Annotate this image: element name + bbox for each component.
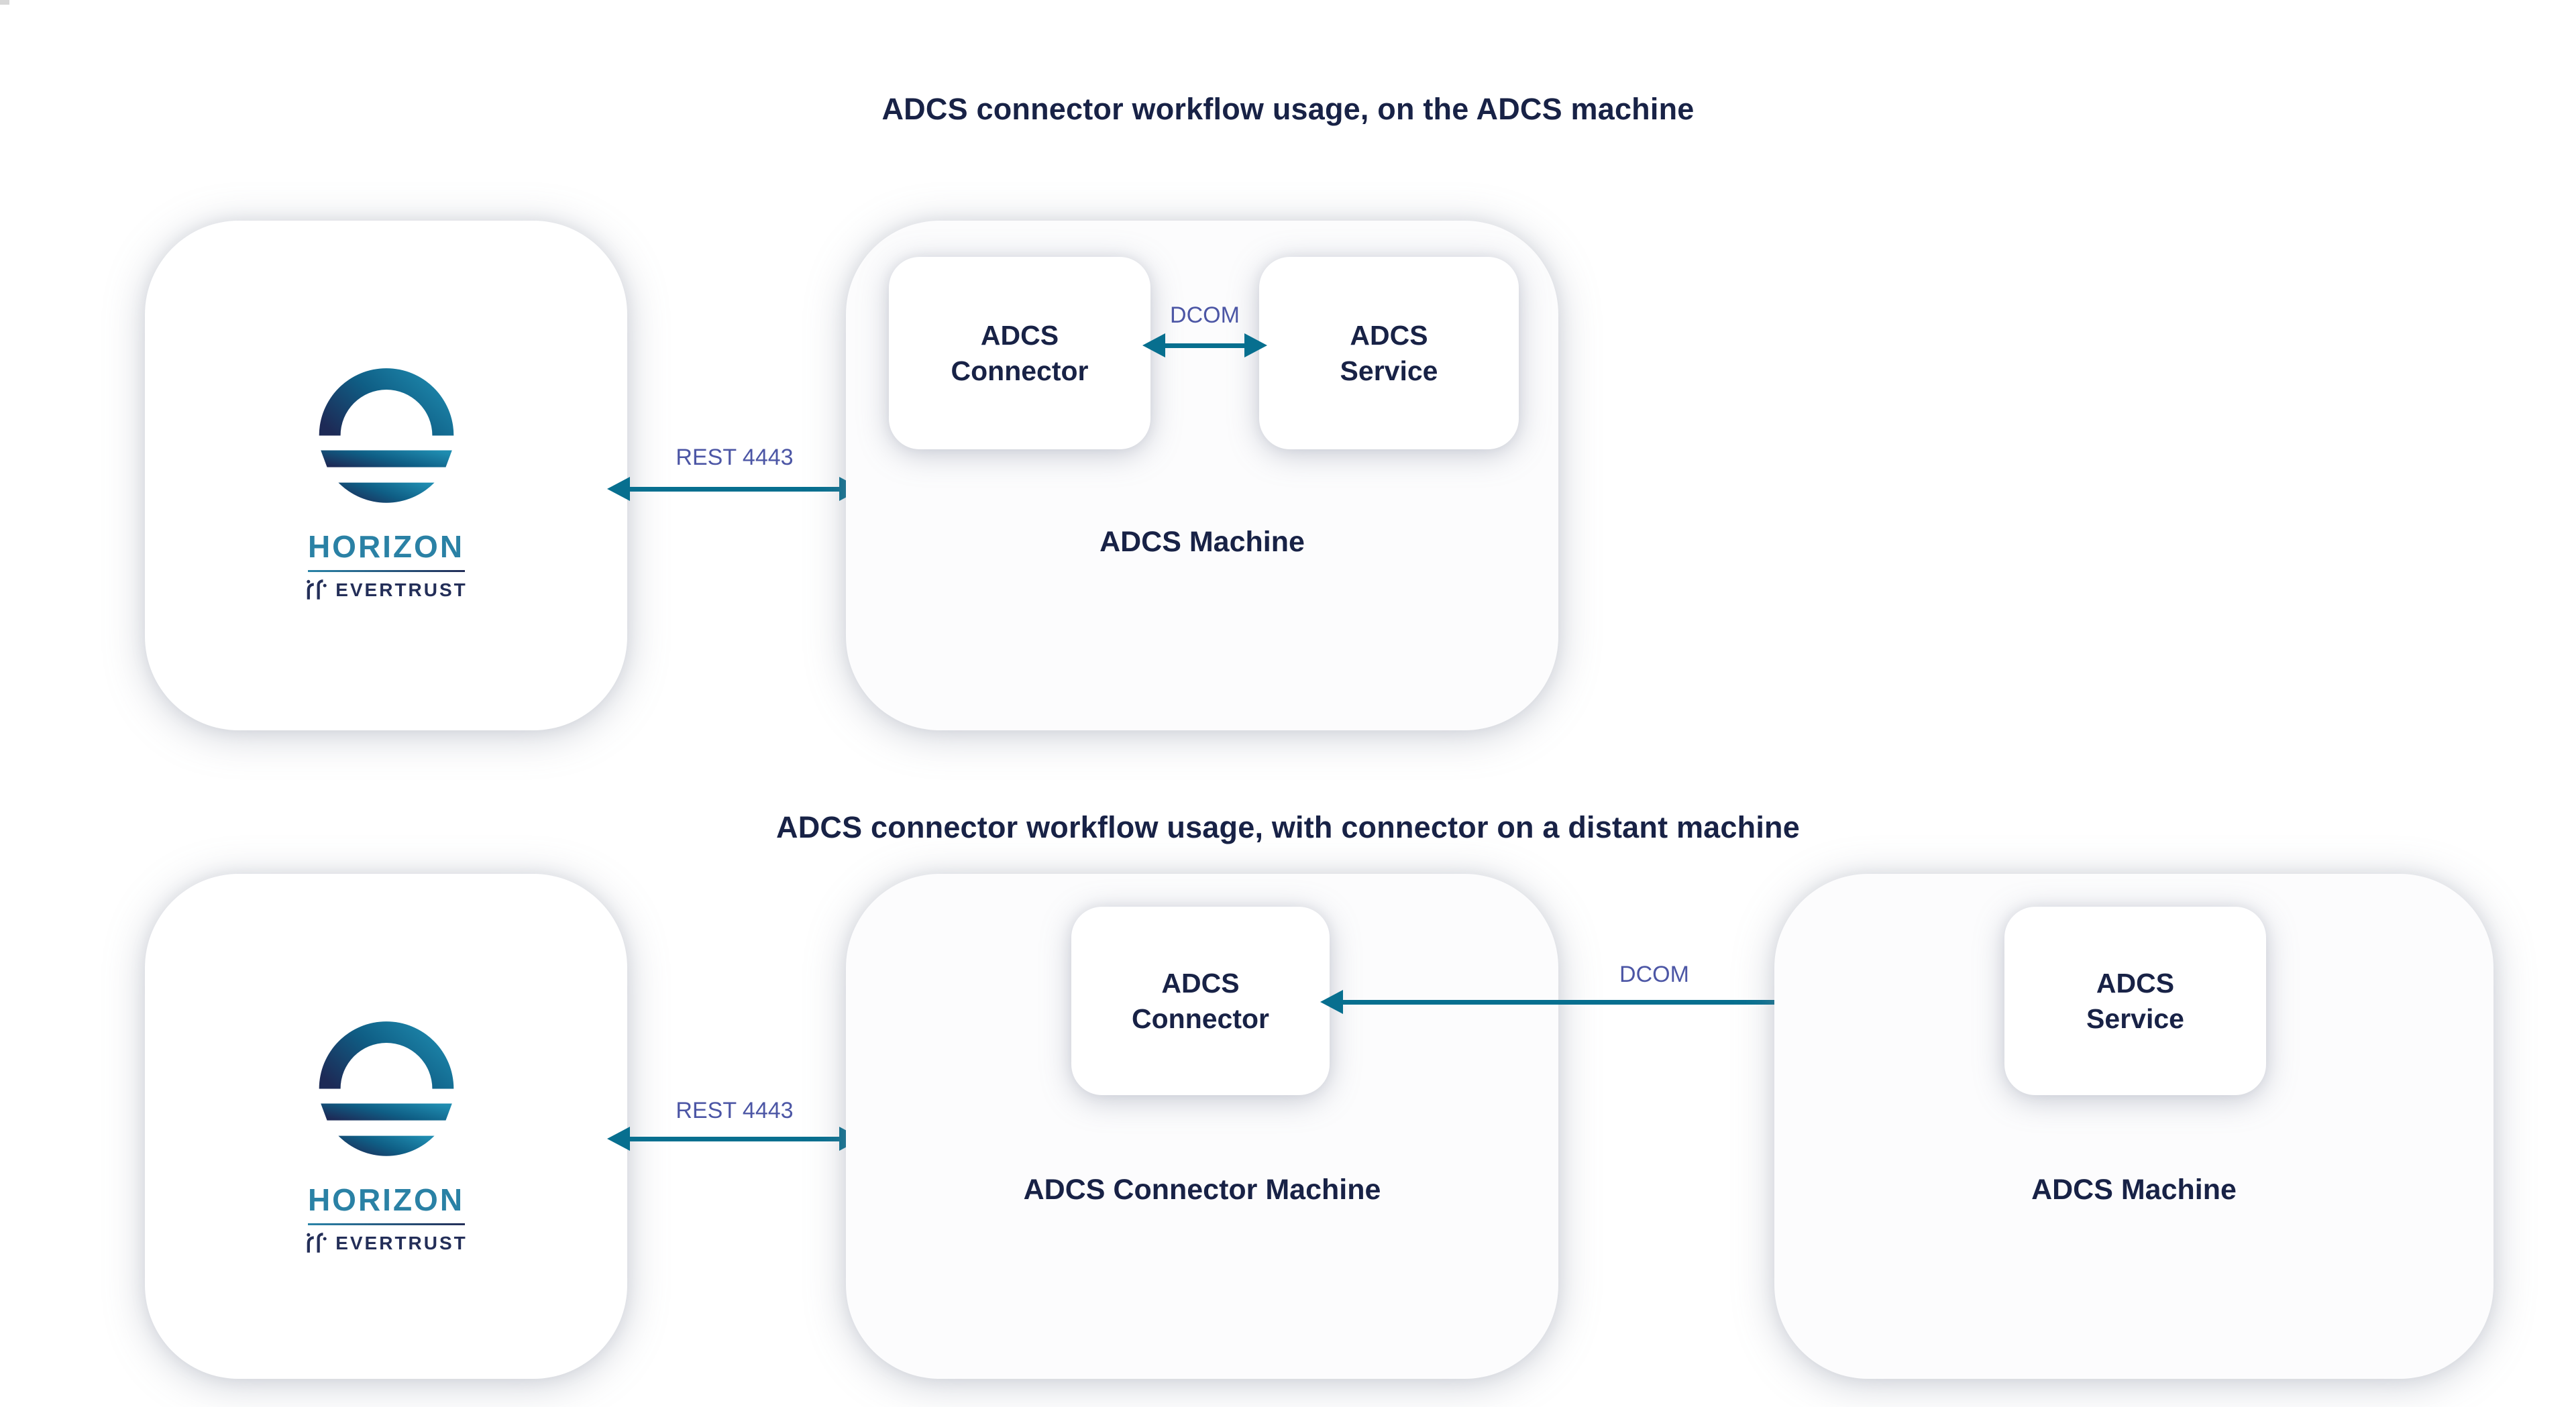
adcs-service-node-label: ADCS Service [1340, 319, 1438, 386]
dcom-arrow-top [1142, 333, 1267, 357]
arrow-line [625, 487, 845, 492]
adcs-connector-node-bottom: ADCS Connector [1071, 907, 1330, 1095]
logo-divider [307, 570, 465, 572]
arrow-line [1160, 343, 1250, 348]
adcs-machine-label-top: ADCS Machine [1099, 526, 1305, 558]
adcs-service-node-label: ADCS Service [2086, 967, 2184, 1034]
rest-connection-label-top: REST 4443 [676, 445, 794, 470]
horizon-logo-icon [319, 368, 453, 503]
dcom-connection-label-bottom: DCOM [1619, 962, 1689, 987]
horizon-card-bottom: HORIZON EVERTRUST [145, 874, 627, 1379]
dcom-connection-label-top: DCOM [1170, 302, 1240, 328]
arrow-line [625, 1137, 845, 1141]
rest-arrow-top [607, 477, 862, 501]
evertrust-wordmark: EVERTRUST [335, 1233, 468, 1253]
horizon-wordmark: HORIZON [307, 529, 465, 564]
adcs-connector-node-top: ADCS Connector [889, 257, 1150, 449]
logo-divider [307, 1223, 465, 1225]
adcs-connector-node-label: ADCS Connector [951, 319, 1089, 386]
diagram-top-title: ADCS connector workflow usage, on the AD… [881, 92, 1695, 126]
arrowhead-right [1244, 333, 1267, 357]
adcs-connector-machine-card: ADCS Connector Machine [846, 874, 1558, 1379]
adcs-connector-machine-label: ADCS Connector Machine [1023, 1174, 1381, 1206]
horizon-logo: HORIZON EVERTRUST [145, 1015, 627, 1255]
horizon-wordmark: HORIZON [307, 1182, 465, 1217]
evertrust-wordmark: EVERTRUST [335, 579, 468, 600]
adcs-connector-node-label: ADCS Connector [1132, 967, 1269, 1034]
arrow-line [1338, 1000, 1994, 1005]
adcs-service-node-top: ADCS Service [1259, 257, 1519, 449]
rest-connection-label-bottom: REST 4443 [676, 1098, 794, 1123]
screen-corner-artifact [0, 0, 9, 5]
evertrust-mark-icon [307, 579, 327, 600]
horizon-card-top: HORIZON EVERTRUST [145, 221, 627, 730]
horizon-logo: HORIZON EVERTRUST [145, 362, 627, 602]
diagram-bottom-title: ADCS connector workflow usage, with conn… [776, 810, 1800, 844]
evertrust-mark-icon [307, 1233, 327, 1253]
adcs-machine-label-bottom: ADCS Machine [2031, 1174, 2237, 1206]
rest-arrow-bottom [607, 1127, 862, 1151]
adcs-service-node-bottom: ADCS Service [2004, 907, 2266, 1095]
horizon-logo-icon [319, 1021, 453, 1156]
